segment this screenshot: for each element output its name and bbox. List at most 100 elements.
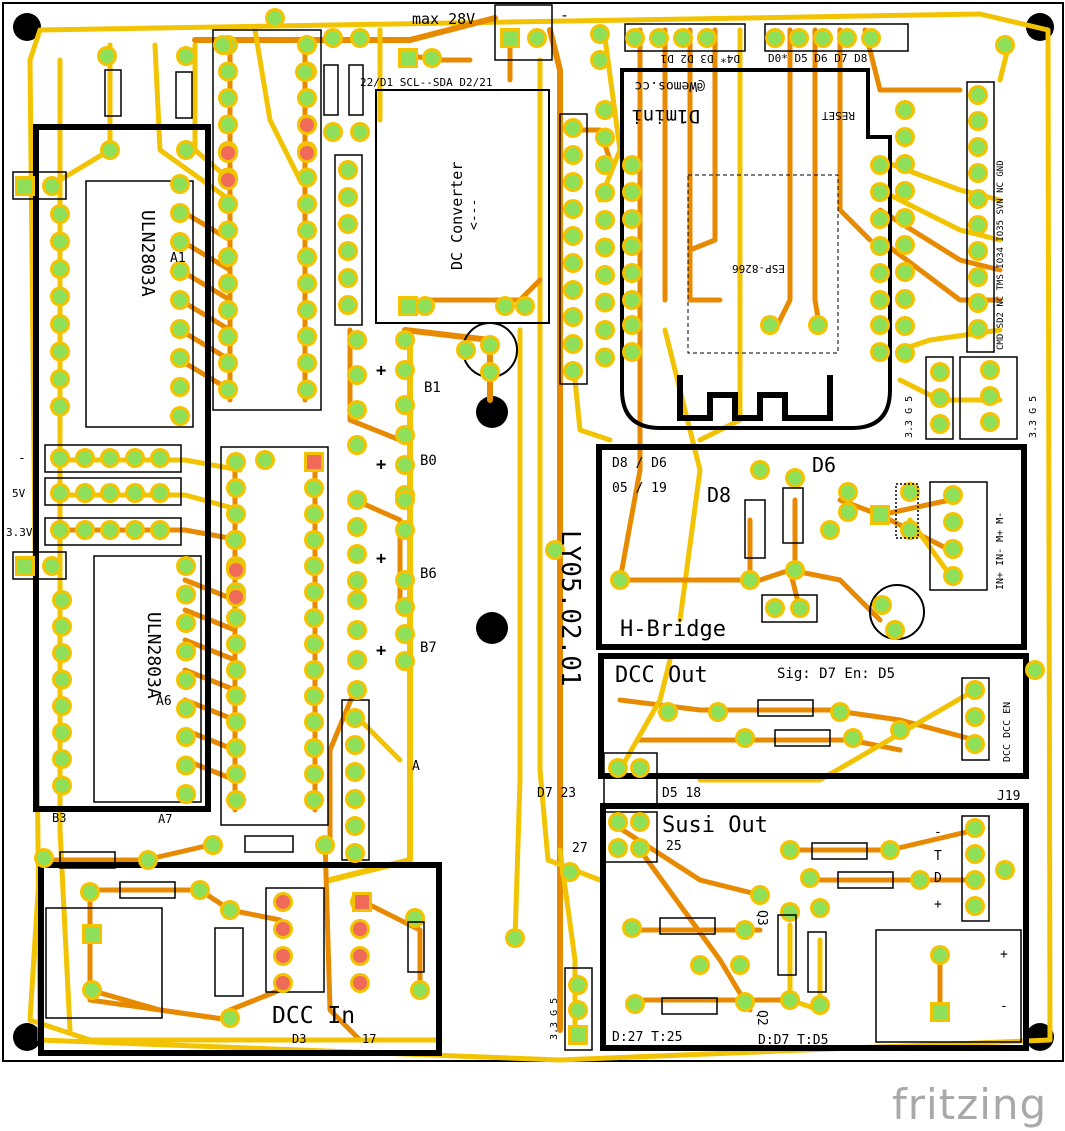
header-3g5-right [959, 356, 1018, 440]
supply-terminal [494, 4, 553, 61]
wemos-outline [620, 68, 892, 430]
h-bridge-box [596, 444, 1027, 650]
dcc-out-title: DCC Out [615, 663, 708, 688]
ic-socket-top [212, 29, 322, 411]
dcc-out-box [598, 653, 1029, 779]
header-3g5-left [925, 356, 954, 440]
wemos-reset: RESET [822, 109, 855, 122]
fritzing-logo: fritzing [892, 1080, 1048, 1129]
rail-minus-box [44, 444, 182, 473]
h-bridge-pins-1: D8 / D6 [612, 456, 667, 471]
susi-pins-left: D:27 T:25 [612, 1030, 682, 1045]
rail-5v-box [44, 477, 182, 506]
uln-bottom-label: ULN2803A [143, 612, 164, 699]
bottom-3g5-header [564, 967, 593, 1051]
pwr-minus-label: - [1000, 999, 1008, 1014]
rail-minus-label: - [18, 451, 26, 466]
dcc-out-header [961, 677, 990, 761]
uln-top-box [33, 124, 211, 812]
susi-header-t: T [934, 849, 942, 864]
dcc-out-sig: Sig: D7 En: D5 [777, 666, 895, 682]
susi-header-plus: + [934, 897, 942, 912]
b-header-top [334, 154, 363, 326]
b1-block-label: B1 [424, 380, 441, 396]
susi-power-terminal [875, 929, 1022, 1043]
susi-header [961, 815, 990, 922]
susi-header-minus: - [934, 825, 942, 840]
plus-mark-2: + [376, 455, 386, 475]
n27-label: 27 [572, 841, 588, 856]
d5-18-label: D5 18 [662, 786, 701, 801]
dcc-in-title: DCC In [272, 1003, 355, 1029]
dcc-out-header-label: DCC DCC EN [1002, 702, 1013, 762]
susi-pins-right: D:D7 T:D5 [758, 1033, 828, 1048]
dcc-in-ic [265, 887, 325, 993]
passive-components [59, 64, 919, 1015]
top-header-left-label: D4* D3 D2 D1 [661, 52, 740, 65]
a7-label: A7 [158, 812, 172, 826]
h-bridge-title: H-Bridge [620, 617, 726, 642]
dcc-in-terminal [45, 907, 163, 1019]
dc-arrow-label: <--- [467, 199, 482, 230]
wemos-antenna-icon [677, 375, 833, 421]
version-label: LY05.02.01 [555, 530, 585, 687]
plus-mark-1: + [376, 361, 386, 381]
uln-top-ref: A1 [170, 251, 186, 266]
jumper-mid-left [12, 551, 67, 580]
h-bridge-d6: D6 [812, 453, 836, 477]
susi-out-title: Susi Out [662, 813, 768, 838]
uln-bottom-outline [93, 555, 202, 803]
top-header-left [624, 23, 746, 52]
q2-label: Q2 [754, 1010, 769, 1026]
esp-chip-outline [687, 174, 839, 354]
scl-sda-label: 22/D1 SCL--SDA D2/21 [360, 76, 492, 89]
j19-label: J19 [997, 789, 1020, 804]
b6-block-label: B6 [420, 566, 437, 582]
dc-converter-label: DC Converter [448, 162, 466, 270]
h-bridge-pins-2: 05 / 19 [612, 481, 667, 496]
b0-block-label: B0 [420, 453, 437, 469]
rail-3v3-label: 3.3V [6, 526, 33, 539]
dcc-in-pin-d3: D3 [292, 1032, 306, 1046]
wemos-header-left [559, 113, 588, 385]
esp32-header-right [966, 81, 995, 353]
d7-23-label: D7 23 [537, 786, 576, 801]
uln-top-outline [85, 180, 194, 428]
uln-bottom-ref: A6 [156, 694, 172, 709]
pads [15, 8, 1045, 1045]
esp-label: ESP-8266 [732, 262, 785, 275]
motor-pins-label: IN+ IN- M+ M- [995, 512, 1006, 590]
plus-mark-3: + [376, 549, 386, 569]
ic-socket-bottom [220, 446, 329, 826]
uln-top-label: ULN2803A [137, 210, 158, 297]
dcc-in-pin-17: 17 [362, 1032, 376, 1046]
b3-label: B3 [52, 811, 66, 825]
pwr-plus-label: + [1000, 947, 1008, 962]
esp32-right-pins: CMD SD2 NC TMS IO34 IO35 SVN NC GND [996, 160, 1006, 350]
rail-5v-label: 5V [12, 487, 26, 500]
h-bridge-d8: D8 [707, 483, 731, 507]
supply-label: max 28V [412, 10, 475, 28]
rail-3v3-box [44, 517, 182, 546]
top-header-right [764, 23, 909, 52]
b7-block-label: B7 [420, 640, 437, 656]
wemos-model: D1mini [631, 105, 700, 127]
susi-out-box [600, 803, 1029, 1051]
header-3g5-left-label: 3.3 G 5 [904, 396, 915, 438]
header-3g5-right-label: 3.3 G 5 [1028, 396, 1039, 438]
dc-converter-box [375, 89, 550, 324]
dcc-in-box [38, 862, 442, 1056]
n25-label: 25 [666, 839, 682, 854]
q3-label: Q3 [754, 910, 769, 926]
susi-header-d: D [934, 871, 942, 886]
top-header-right-label: D0* D5 D6 D7 D8 [768, 52, 867, 65]
jumper-top-left [12, 171, 67, 200]
supply-minus-label: - [560, 6, 569, 24]
wemos-brand: @Wemos.cc [635, 78, 705, 93]
jumper-27-25 [603, 811, 658, 863]
bottom-3g5-label: 3.3 G 5 [549, 998, 560, 1040]
a-label: A [412, 759, 420, 774]
plus-mark-4: + [376, 641, 386, 661]
motor-terminal [929, 481, 988, 591]
